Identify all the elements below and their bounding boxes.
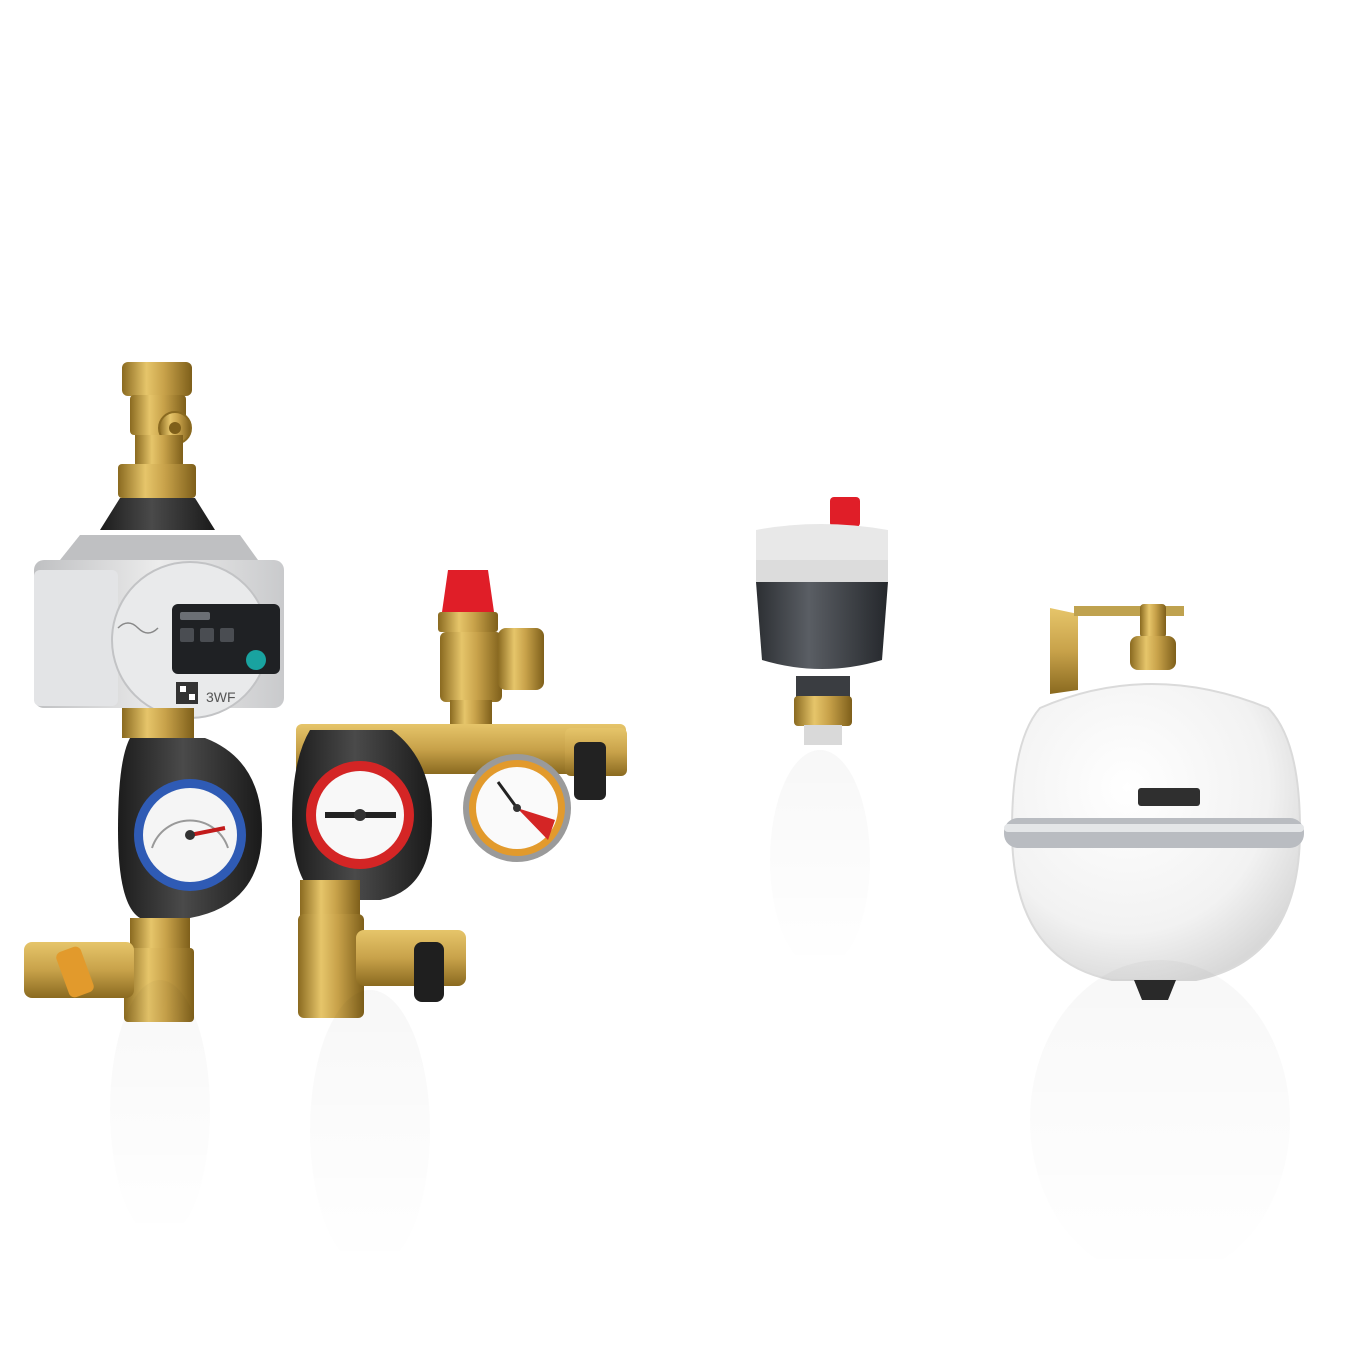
fill-valve-handle-icon <box>414 942 444 1002</box>
pressure-gauge <box>463 754 571 862</box>
automatic-air-vent <box>756 497 888 745</box>
floor-reflections <box>110 750 1290 1280</box>
drain-handle-icon <box>574 742 606 800</box>
pump-model-label: 3WF <box>206 689 236 705</box>
pump-group: 3WF <box>24 362 284 1022</box>
vessel-brand-plate-icon <box>1138 788 1200 806</box>
red-thermometer-valve <box>292 730 432 900</box>
top-ball-valve <box>118 362 196 498</box>
orange-ball-valve-handle-icon <box>56 946 94 998</box>
expansion-vessel <box>1004 604 1304 1000</box>
circulator-pump: 3WF <box>34 535 284 719</box>
safety-group <box>292 570 627 1018</box>
vent-cap-icon <box>830 497 860 527</box>
blue-thermometer-valve <box>118 738 262 918</box>
status-led-icon <box>246 650 266 670</box>
safety-relief-valve <box>438 570 544 730</box>
